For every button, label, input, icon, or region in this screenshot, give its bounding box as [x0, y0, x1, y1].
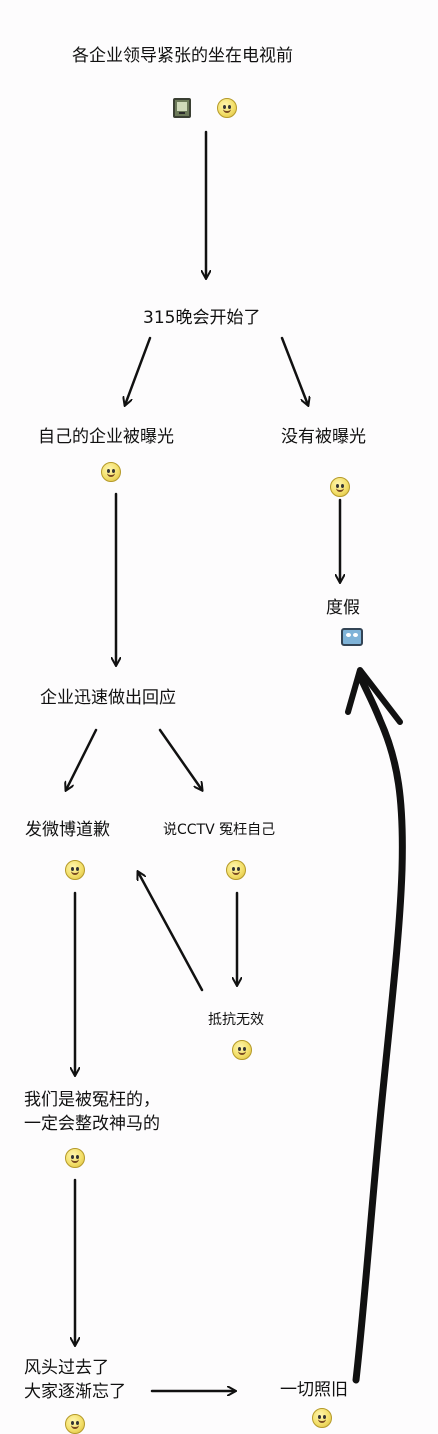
arrow-resistance-to-weibo: [138, 872, 204, 992]
laughing-face-icon: [330, 477, 350, 497]
node-forgotten-line2: 大家逐渐忘了: [24, 1382, 126, 1402]
node-wronged-line2: 一定会整改神马的: [24, 1114, 160, 1134]
crying-face-icon: [101, 462, 121, 482]
node-not-exposed: 没有被曝光: [281, 427, 366, 447]
arrow-show-to-not-exposed: [280, 336, 308, 405]
node-resistance-useless: 抵抗无效: [208, 1012, 264, 1028]
smile-face-icon: [312, 1408, 332, 1428]
sad-face-icon: [65, 860, 85, 880]
node-holiday: 度假: [326, 598, 360, 618]
node-forgotten-line1: 风头过去了: [24, 1358, 109, 1378]
bored-face-icon: [65, 1414, 85, 1434]
thick-arrow-usual-to-holiday: [352, 672, 406, 1384]
resigned-face-icon: [232, 1040, 252, 1060]
node-as-usual: 一切照旧: [280, 1380, 348, 1400]
arrow-respond-to-cctv: [158, 728, 202, 790]
arrow-respond-to-weibo: [66, 728, 98, 790]
shy-face-icon: [65, 1148, 85, 1168]
nervous-face-icon: [217, 98, 237, 118]
node-start: 各企业领导紧张的坐在电视前: [72, 46, 293, 66]
node-wronged-line1: 我们是被冤枉的，: [24, 1090, 160, 1110]
angry-face-icon: [226, 860, 246, 880]
tv-icon: [173, 98, 191, 118]
arrow-show-to-exposed: [125, 336, 152, 405]
node-respond: 企业迅速做出回应: [40, 688, 176, 708]
node-weibo-apology: 发微博道歉: [25, 820, 110, 840]
node-blame-cctv: 说CCTV 冤枉自己: [163, 822, 276, 838]
holiday-box-icon: [341, 628, 363, 646]
node-exposed: 自己的企业被曝光: [38, 427, 174, 447]
node-show-starts: 315晚会开始了: [143, 308, 261, 328]
thick-arrowhead: [345, 667, 403, 725]
